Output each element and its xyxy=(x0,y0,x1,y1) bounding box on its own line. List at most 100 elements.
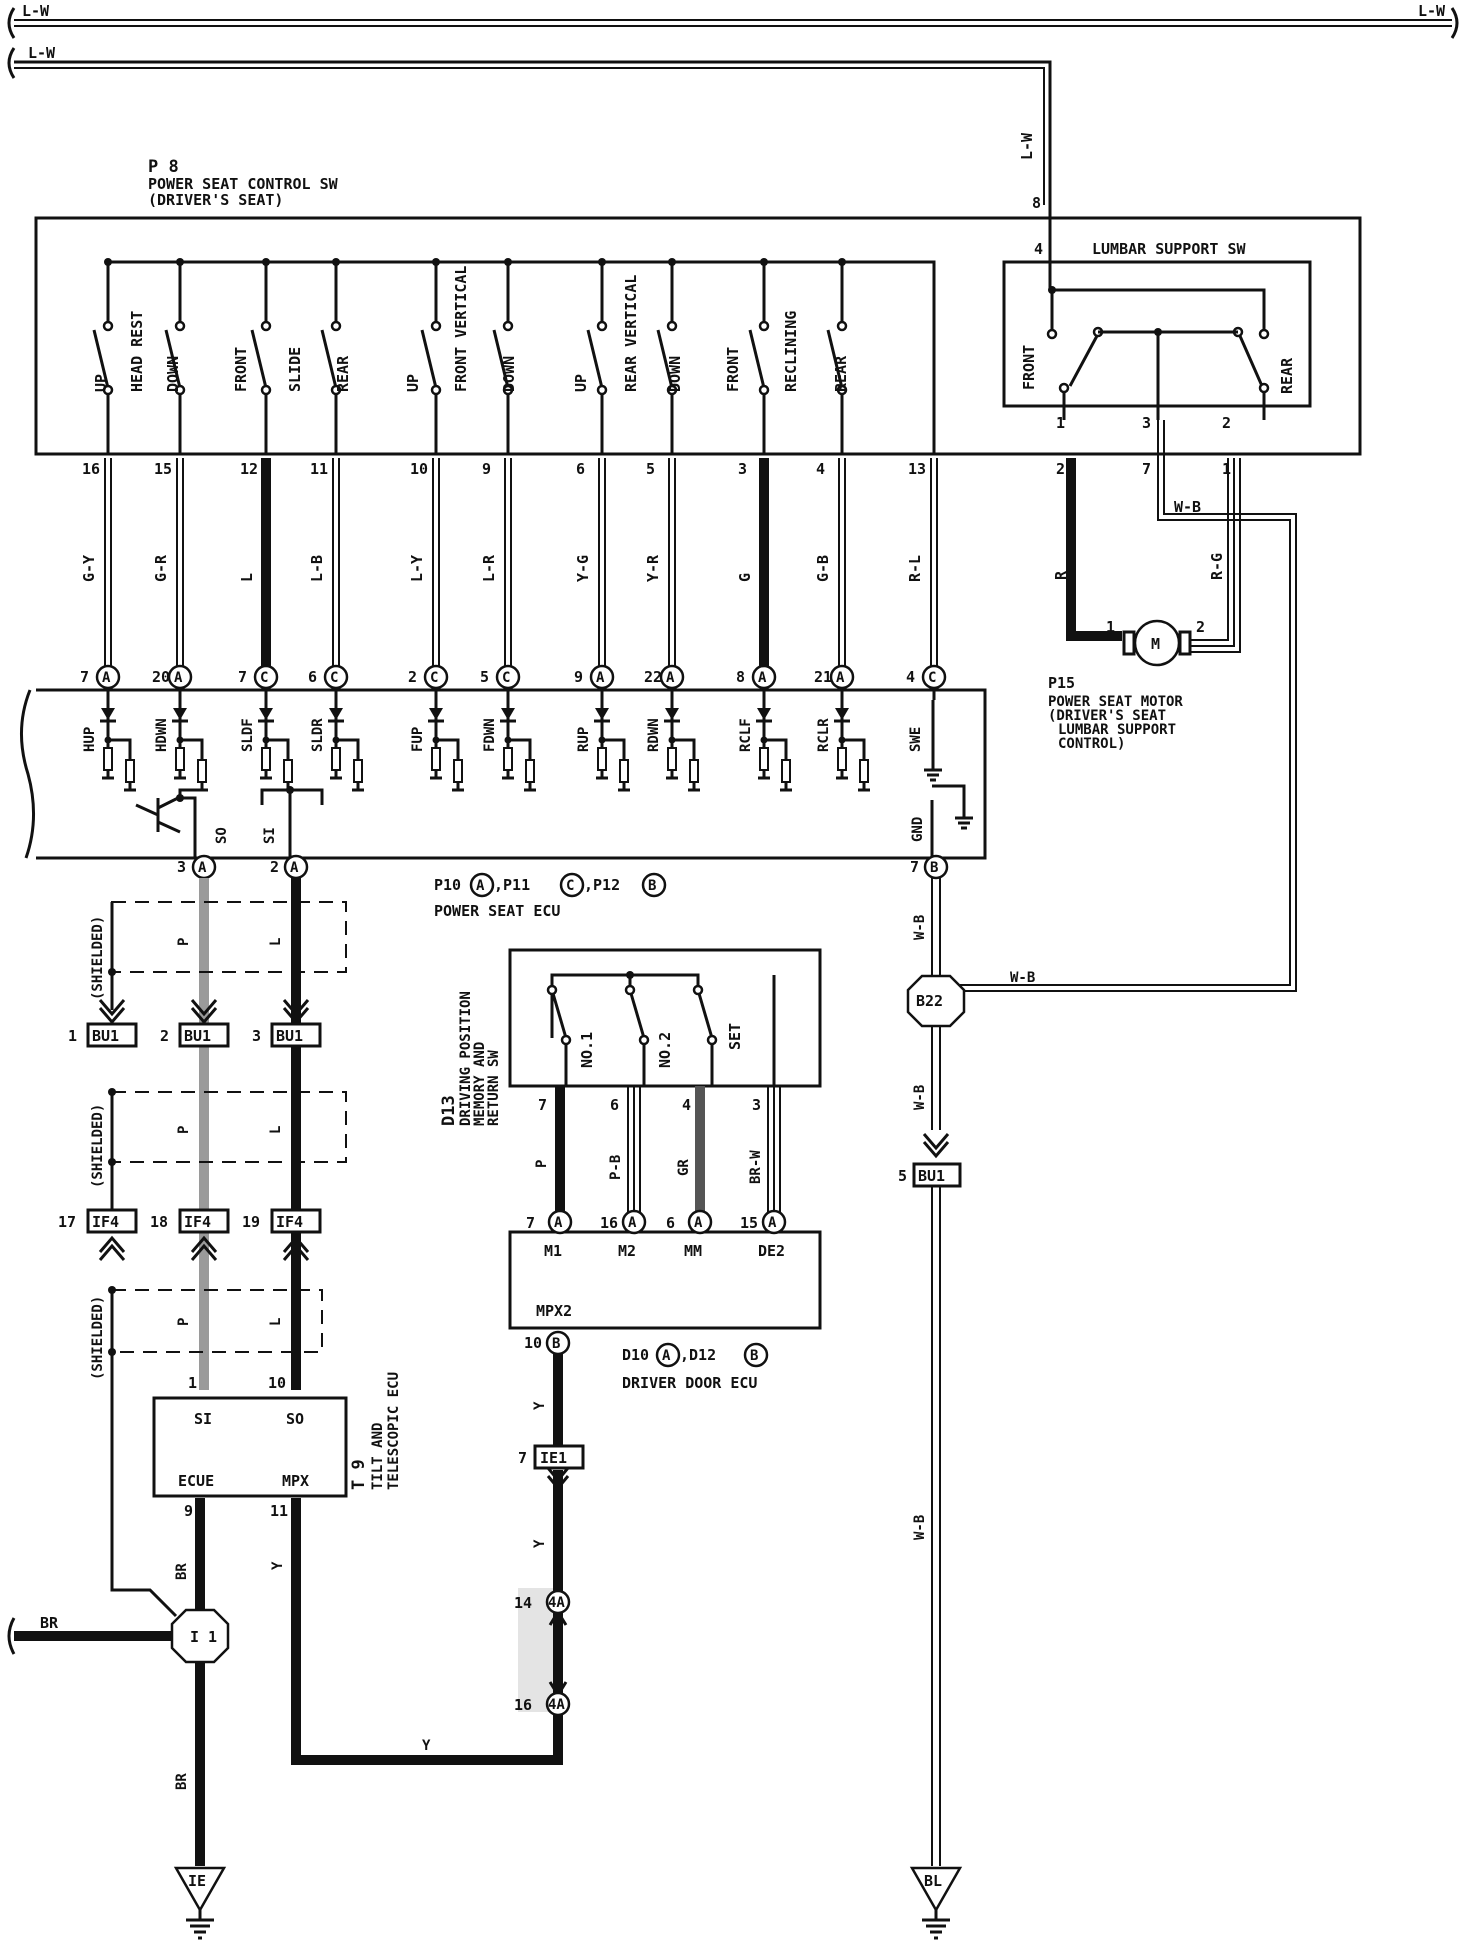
lumbar-motor: 2 7 1 R W-B R-G 1 2 M P15 POWER SEAT MOT… xyxy=(958,420,1297,992)
seat-switch-label-up: UP xyxy=(572,374,590,392)
d13-memory-switch: NO.1 NO.2 SET D13 DRIVING POSITION MEMOR… xyxy=(439,948,822,1126)
wire-label-wb3: W-B xyxy=(912,1515,928,1540)
wire-label-lw-right: L-W xyxy=(1418,2,1446,20)
ecu-pin-7c: 7 xyxy=(238,668,247,686)
ecu-conn-5 xyxy=(495,664,521,690)
ecu-conn-8 xyxy=(751,664,777,690)
ecu-conn-si: A xyxy=(290,860,299,876)
junction-i1 xyxy=(170,1608,230,1664)
if4-pin-19: 19 xyxy=(242,1213,260,1231)
junction-b22-label: B22 xyxy=(916,992,943,1010)
bu1-pin-2: 2 xyxy=(160,1027,169,1045)
ecu-conn-7 xyxy=(659,664,685,690)
d13-set: SET xyxy=(726,1023,744,1050)
d13-id: D13 xyxy=(439,1095,459,1126)
motor-pin-top-2: 2 xyxy=(1056,460,1065,478)
ecu-si-label: SI xyxy=(262,827,278,844)
d13-pin-6: 6 xyxy=(610,1096,619,1114)
d13-line1: DRIVING POSITION xyxy=(458,991,474,1126)
ie1-connector: IE1 xyxy=(540,1449,567,1467)
d10-conn-3: A xyxy=(768,1215,777,1231)
mpx-route: IE1 7 Y Y 14 4A 16 4A Y Y xyxy=(270,1354,585,1765)
seat-switch-label-head-rest: HEAD REST xyxy=(128,311,146,392)
ecu-label-a: A xyxy=(476,878,485,894)
motor-line2: (DRIVER'S SEAT xyxy=(1048,708,1166,724)
seat-switch-label-down: DOWN xyxy=(666,356,684,392)
p8-to-ecu-wires: 16G-Y15G-R12L11L-B10L-Y9L-R6Y-G5Y-R3G4G-… xyxy=(80,458,938,668)
t9-so: SO xyxy=(286,1410,304,1428)
motor-name: POWER SEAT MOTOR xyxy=(1048,694,1183,710)
ecu-label-p10: P10 xyxy=(434,876,461,894)
if4-connector-17: IF4 xyxy=(92,1213,119,1231)
wire-label-g-r: G-R xyxy=(152,554,170,582)
t9-pin-10: 10 xyxy=(268,1374,286,1392)
wire-label-r: R xyxy=(1052,570,1070,580)
wire-label-g: G xyxy=(736,573,754,582)
ecu-term-sldf: SLDF xyxy=(240,718,256,752)
wire-label-l-b: L-B xyxy=(308,555,326,582)
motor-line3: LUMBAR SUPPORT xyxy=(1058,722,1176,738)
d13-no1: NO.1 xyxy=(578,1032,596,1068)
ecu-conn-so: A xyxy=(198,860,207,876)
p8-pin-5: 5 xyxy=(646,460,655,478)
d10-pin-10: 10 xyxy=(524,1334,542,1352)
ecu-pin-so: 3 xyxy=(177,858,186,876)
ecu-label: P10 A ,P11 C ,P12 B POWER SEAT ECU xyxy=(434,872,667,920)
wire-label-wb1: W-B xyxy=(912,915,928,940)
ecu-so-label: SO xyxy=(214,827,230,844)
wire-label-l-r: L-R xyxy=(480,554,498,582)
ecu-label-b: B xyxy=(648,878,656,894)
ecu-conn-9 xyxy=(829,664,855,690)
wire-label-br-in: BR xyxy=(40,1614,59,1632)
wire-label-br-up: BR xyxy=(174,1563,190,1580)
ecu-conn-letter-2: C xyxy=(260,670,268,686)
motor-line4: CONTROL) xyxy=(1058,736,1125,752)
second-power-line: L-W L-W 8 xyxy=(7,44,1052,212)
seat-switch-label-front: FRONT xyxy=(724,347,742,392)
seat-switch-label-reclining: RECLINING xyxy=(782,311,800,392)
shielded-bus: (SHIELDED) (SHIELDED) (SHIELDED) P L P L… xyxy=(90,878,347,1618)
p8-name: POWER SEAT CONTROL SW xyxy=(148,175,339,193)
d10-term-de2: DE2 xyxy=(758,1242,785,1260)
pin-8: 8 xyxy=(1032,194,1041,212)
t9-pin-9: 9 xyxy=(184,1502,193,1520)
seat-switch-label-up: UP xyxy=(404,374,422,392)
motor-pin-2: 2 xyxy=(1196,618,1205,636)
if4-pin-17: 17 xyxy=(58,1213,76,1231)
ecu-term-fdwn: FDWN xyxy=(482,718,498,752)
if4-connector-18: IF4 xyxy=(184,1213,211,1231)
p8-title: P 8 POWER SEAT CONTROL SW (DRIVER'S SEAT… xyxy=(148,157,339,209)
t9-line1: TILT AND xyxy=(370,1423,386,1490)
seat-switch-label-rear: REAR xyxy=(334,355,352,392)
lumbar-pin-2: 2 xyxy=(1222,414,1231,432)
wire-label-wb2: W-B xyxy=(912,1085,928,1110)
ecu-bottom-pins: 3 A 2 A 7 B xyxy=(177,854,949,880)
shield-label-1: (SHIELDED) xyxy=(90,916,106,1000)
ecu-conn-3 xyxy=(323,664,349,690)
wire-label-rg: R-G xyxy=(1208,553,1226,580)
ecu-term-fup: FUP xyxy=(410,727,426,752)
lumbar-support-switch: LUMBAR SUPPORT SW 4 FRONT REAR 1 3 2 xyxy=(1002,205,1312,432)
ecu-pin-si: 2 xyxy=(270,858,279,876)
ecu-conn-0 xyxy=(95,664,121,690)
junction-i1-label: I 1 xyxy=(190,1628,217,1646)
d13-wires: 7 6 4 3 P P-B GR BR-W xyxy=(534,1086,781,1212)
d10-name: DRIVER DOOR ECU xyxy=(622,1374,757,1392)
d12-label-b: B xyxy=(750,1348,758,1364)
t9-ecue: ECUE xyxy=(178,1472,214,1490)
d13-line3: RETURN SW xyxy=(486,1050,502,1126)
ecu-internal-circuits: GND SO SI xyxy=(135,700,973,858)
power-seat-ecu-box xyxy=(36,688,987,860)
junction-b22 xyxy=(906,974,966,1028)
wire-label-brw: BR-W xyxy=(748,1150,764,1184)
ecu-term-swe: SWE xyxy=(908,727,924,752)
motor-pin-top-7: 7 xyxy=(1142,460,1151,478)
seat-switch-label-down: DOWN xyxy=(164,356,182,392)
d10-pin-6: 6 xyxy=(666,1214,675,1232)
ecu-term-hup: HUP xyxy=(82,727,98,752)
ecu-pin-8a: 8 xyxy=(736,668,745,686)
